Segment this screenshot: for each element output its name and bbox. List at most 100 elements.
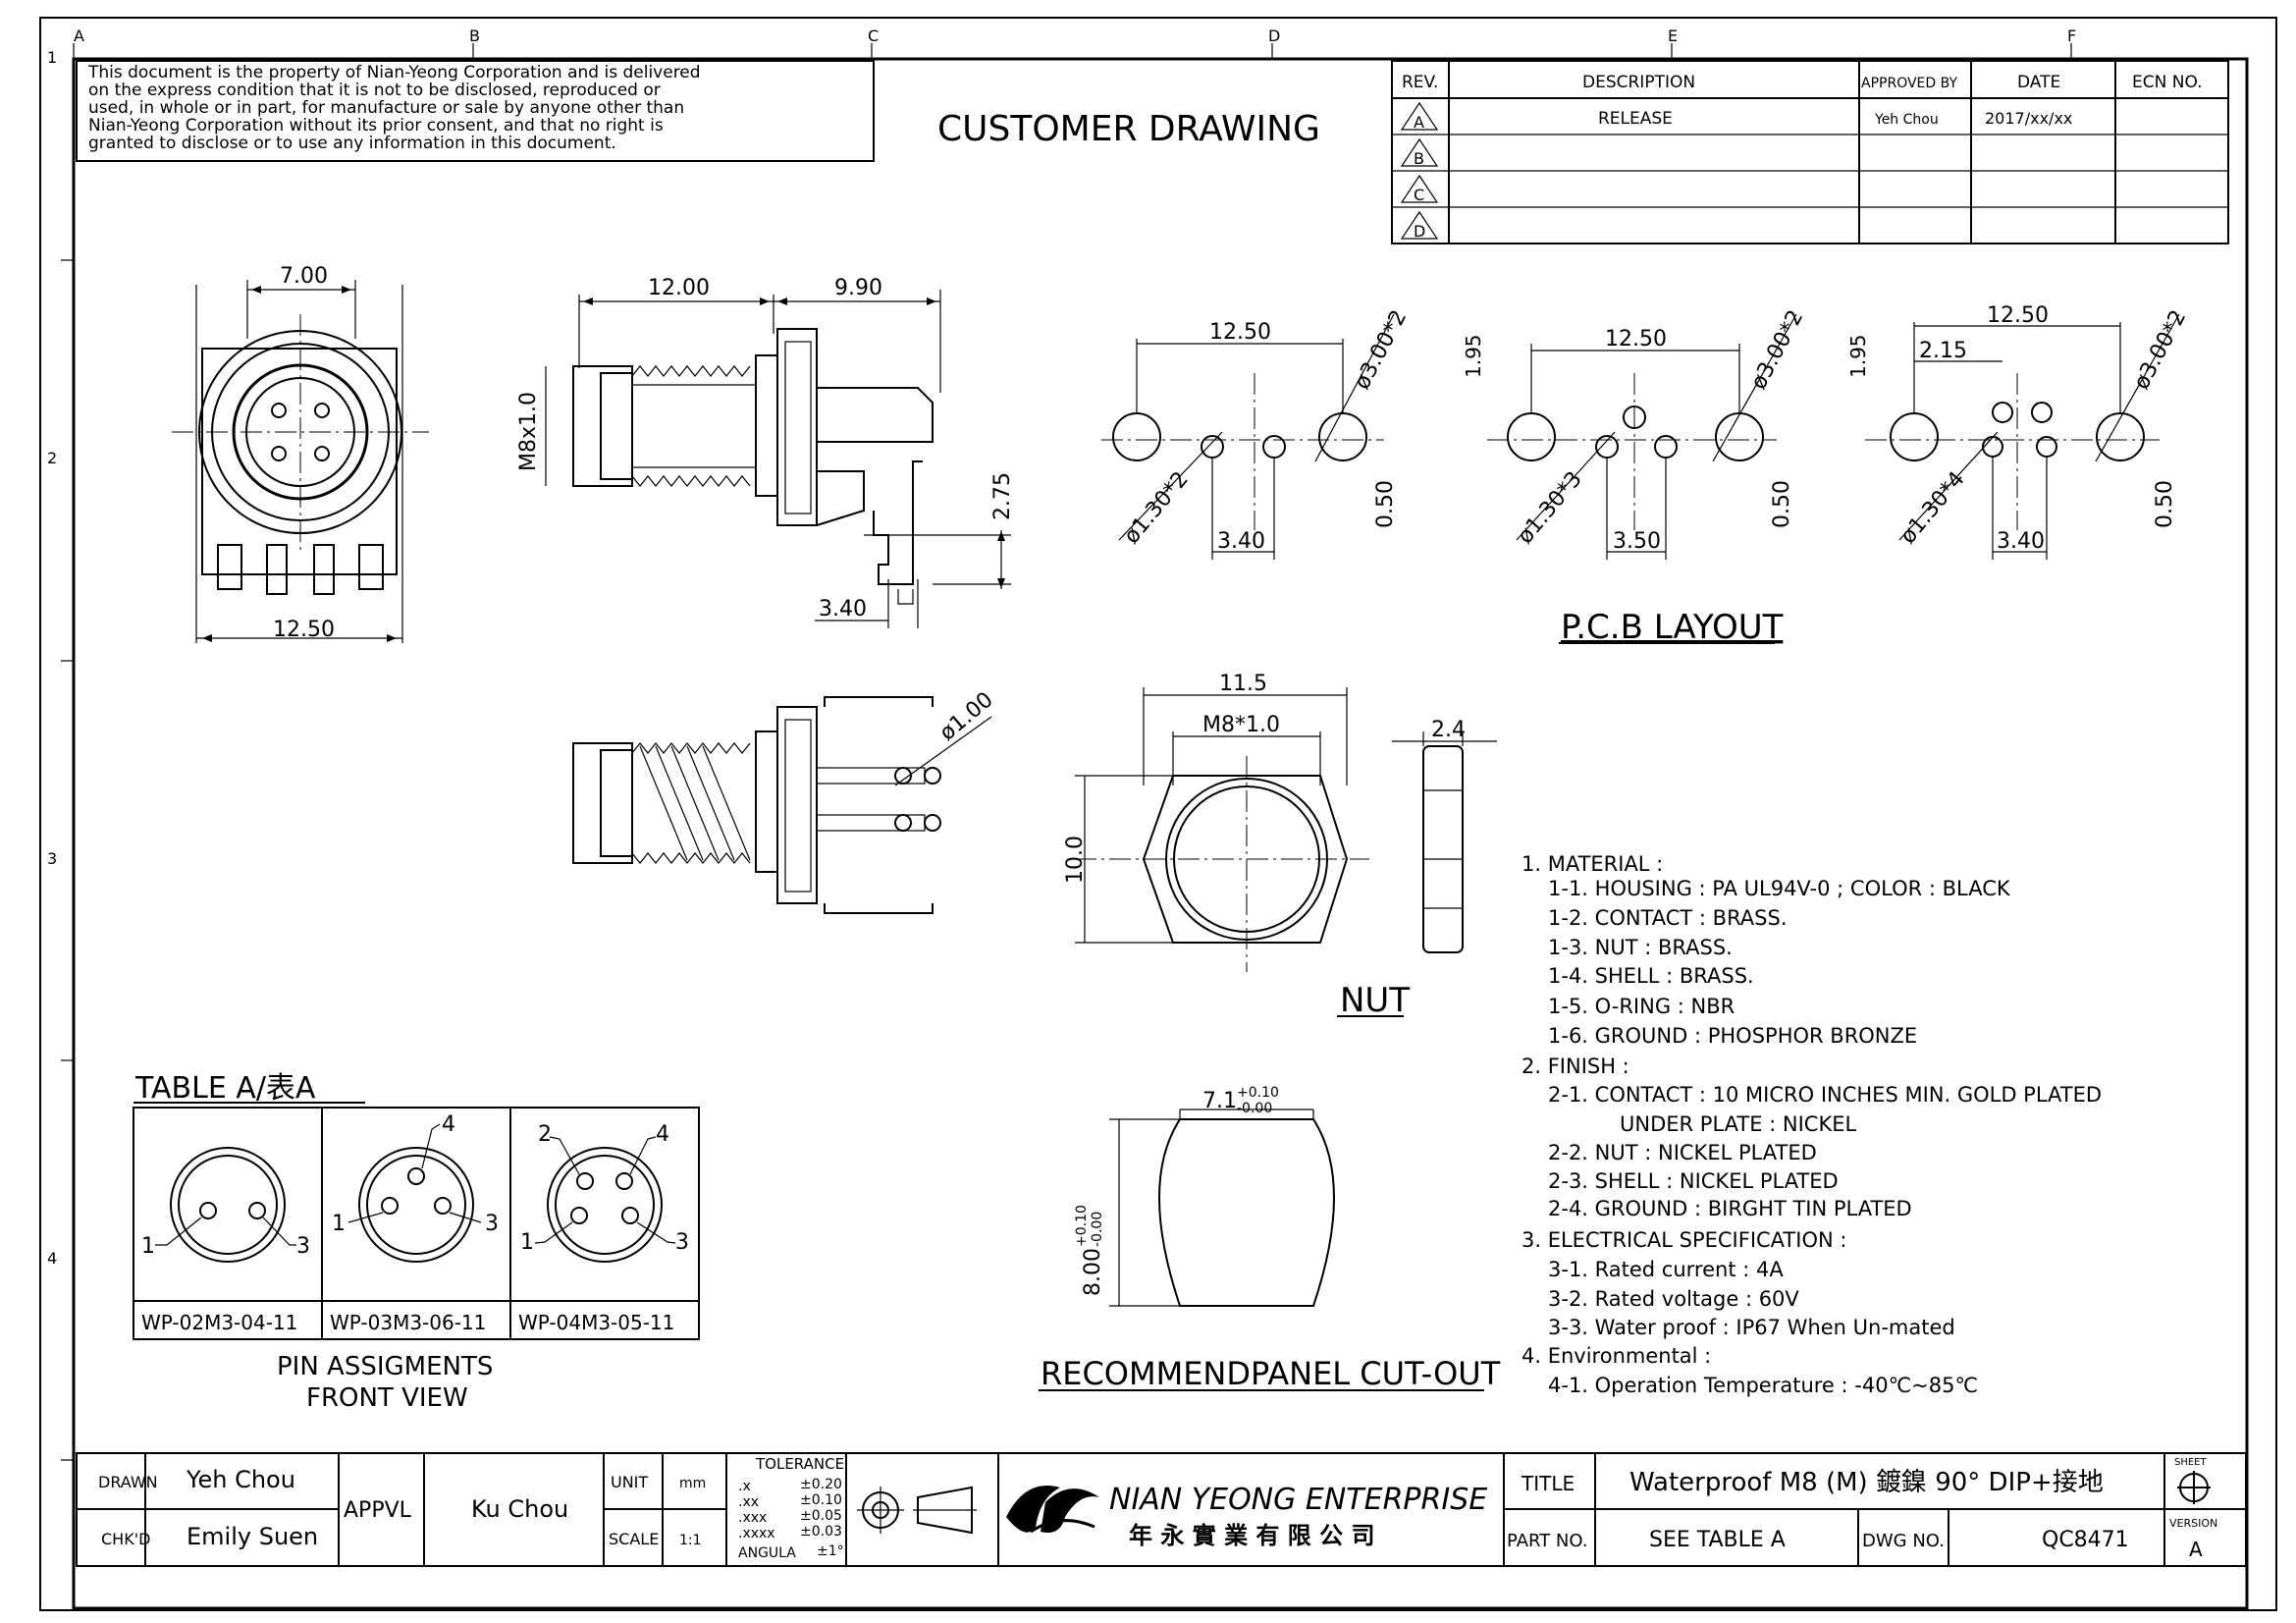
tol-key: .xxx — [738, 1510, 767, 1526]
scale-label: SCALE — [609, 1530, 659, 1548]
front-view: 12.50 7.00 — [172, 264, 429, 643]
pcb1-offset: 0.50 — [1373, 480, 1398, 528]
pcb2-big-hole: ø3.00*2 — [1746, 306, 1808, 394]
pcb-layout-1: 12.50 ø3.00*2 ø1.30*2 3.40 0.50 — [1101, 306, 1412, 560]
pin-4-label: 4 — [442, 1112, 455, 1137]
cutout-label: RECOMMENDPANEL CUT-OUT — [1041, 1355, 1501, 1392]
revision-table: REV. DESCRIPTION APPROVED BY DATE ECN NO… — [1391, 60, 2229, 244]
rev-a-date: 2017/xx/xx — [1985, 109, 2072, 128]
nut-view: 11.5 M8*1.0 10.0 2.4 NUT — [1063, 672, 1497, 1020]
bottom-view: ø1.00 — [572, 687, 998, 914]
pcb3-span: 12.50 — [1987, 303, 2049, 328]
specifications: 1. MATERIAL : 1-1. HOUSING : PA UL94V-0 … — [1522, 852, 2102, 1397]
cutout-width-minus: -0.00 — [1237, 1101, 1272, 1116]
side-height-dim: 2.75 — [990, 472, 1015, 520]
row-label-2: 2 — [47, 449, 57, 467]
tol-key: .x — [738, 1479, 751, 1494]
nut-width-dim: 11.5 — [1219, 672, 1267, 696]
title-block: DRAWN Yeh Chou CHK'D Emily Suen APPVL Ku… — [76, 1452, 2247, 1567]
pcb3-big-hole: ø3.00*2 — [2129, 306, 2191, 394]
pcb-layout-2: 12.50 1.95 ø3.00*2 ø1.30*3 3.50 0.50 — [1462, 306, 1808, 560]
spec-line: UNDER PLATE : NICKEL — [1620, 1112, 1856, 1136]
spec-line: 1-3. NUT : BRASS. — [1548, 936, 1733, 959]
spec-line: 1-5. O-RING : NBR — [1548, 995, 1735, 1018]
side-view: 12.00 9.90 M8x1.0 2.75 3.40 — [516, 276, 1015, 628]
drawn-label: DRAWN — [98, 1473, 158, 1491]
spec-line: 1-1. HOUSING : PA UL94V-0 ; COLOR : BLAC… — [1548, 877, 2011, 900]
spec-line: 2-2. NUT : NICKEL PLATED — [1548, 1141, 1817, 1164]
pcb2-span: 12.50 — [1605, 327, 1667, 352]
tol-value: ±0.05 — [800, 1508, 842, 1524]
notice-line: Nian-Yeong Corporation without its prior… — [88, 116, 664, 135]
side-pin-dim: 3.40 — [819, 597, 867, 622]
rev-c: C — [1414, 186, 1424, 204]
tol-key: .xx — [738, 1494, 759, 1510]
rev-header: REV. — [1402, 73, 1438, 92]
front-view-caption: FRONT VIEW — [306, 1383, 468, 1413]
cutout-height-plus: +0.10 — [1074, 1205, 1090, 1247]
cutout-height-minus: -0.00 — [1090, 1212, 1105, 1247]
part-number-1: WP-02M3-04-11 — [141, 1311, 297, 1334]
checked-by: Emily Suen — [187, 1523, 318, 1550]
sheet-target-icon — [2177, 1471, 2211, 1504]
col-label-c: C — [868, 27, 879, 45]
row-label-4: 4 — [47, 1249, 57, 1268]
checked-label: CHK'D — [101, 1530, 150, 1548]
tol-value: ±0.20 — [800, 1477, 842, 1492]
rev-d: D — [1414, 222, 1425, 241]
company-name-chinese: 年 永 實 業 有 限 公 司 — [1129, 1522, 1375, 1549]
row-label-3: 3 — [47, 849, 57, 868]
description-header: DESCRIPTION — [1582, 73, 1695, 92]
pin-2-label: 2 — [538, 1122, 552, 1147]
dwg-no-value: QC8471 — [2042, 1528, 2129, 1552]
company-name: NIAN YEONG ENTERPRISE — [1109, 1483, 1487, 1517]
spec-line: 2-4. GROUND : BIRGHT TIN PLATED — [1548, 1197, 1912, 1220]
cutout-height-base: 8.00 — [1081, 1248, 1105, 1296]
pcb3-small-hole: ø1.30*4 — [1896, 467, 1969, 549]
pin-3-label: 3 — [485, 1212, 499, 1236]
notice-line: granted to disclose or to use any inform… — [88, 134, 616, 153]
spec-line: 1-4. SHELL : BRASS. — [1548, 964, 1754, 988]
nut-thickness-dim: 2.4 — [1431, 718, 1466, 742]
approved-label: APPVL — [344, 1498, 412, 1523]
table-a-title: TABLE A/表A — [134, 1071, 316, 1106]
projection-symbol-icon — [857, 1486, 977, 1535]
spec-line: 3-1. Rated current : 4A — [1548, 1258, 1784, 1281]
approved-header: APPROVED BY — [1861, 76, 1957, 91]
spec-line: 2-3. SHELL : NICKEL PLATED — [1548, 1169, 1839, 1193]
side-right-dim: 9.90 — [834, 276, 882, 300]
pcb2-pitch: 3.50 — [1613, 529, 1661, 554]
pin-4-label: 4 — [656, 1122, 669, 1147]
spec-line: 4. Environmental : — [1522, 1344, 1711, 1368]
product-title: Waterproof M8 (M) 鍍鎳 90° DIP+接地 — [1629, 1468, 2104, 1497]
approved-by: Ku Chou — [471, 1495, 568, 1523]
scale-value: 1:1 — [679, 1533, 702, 1548]
rev-a-description: RELEASE — [1598, 109, 1673, 129]
pcb-layout-label: P.C.B LAYOUT — [1561, 608, 1784, 647]
col-label-a: A — [74, 27, 84, 45]
notice-line: used, in whole or in part, for manufactu… — [88, 98, 684, 118]
spec-line: 1-6. GROUND : PHOSPHOR BRONZE — [1548, 1024, 1917, 1048]
col-label-f: F — [2067, 27, 2076, 45]
rev-a-approved: Yeh Chou — [1874, 112, 1939, 128]
outer-border — [39, 17, 2277, 1611]
tol-value: ±1° — [817, 1543, 844, 1559]
side-length-dim: 12.00 — [648, 276, 710, 300]
spec-line: 3-2. Rated voltage : 60V — [1548, 1287, 1799, 1311]
sheet-label: SHEET — [2174, 1457, 2208, 1468]
row-label-1: 1 — [47, 48, 57, 67]
ecn-header: ECN NO. — [2132, 73, 2203, 92]
part-no-value: SEE TABLE A — [1649, 1528, 1786, 1552]
pin-1-label: 1 — [332, 1212, 346, 1236]
spec-line: 2. FINISH : — [1522, 1055, 1629, 1078]
part-number-3: WP-04M3-05-11 — [518, 1311, 674, 1334]
col-label-d: D — [1268, 27, 1280, 45]
customer-drawing-title: CUSTOMER DRAWING — [937, 109, 1320, 149]
spec-line: 3. ELECTRICAL SPECIFICATION : — [1522, 1228, 1846, 1252]
pcb2-offset: 0.50 — [1770, 480, 1794, 528]
table-a: TABLE A/表A 1 3 4 1 3 2 4 1 3 — [133, 1071, 700, 1413]
title-label: TITLE — [1521, 1472, 1575, 1495]
proprietary-notice: This document is the property of Nian-Ye… — [76, 60, 875, 162]
grid-column-labels: A B C D E F — [73, 27, 2076, 59]
